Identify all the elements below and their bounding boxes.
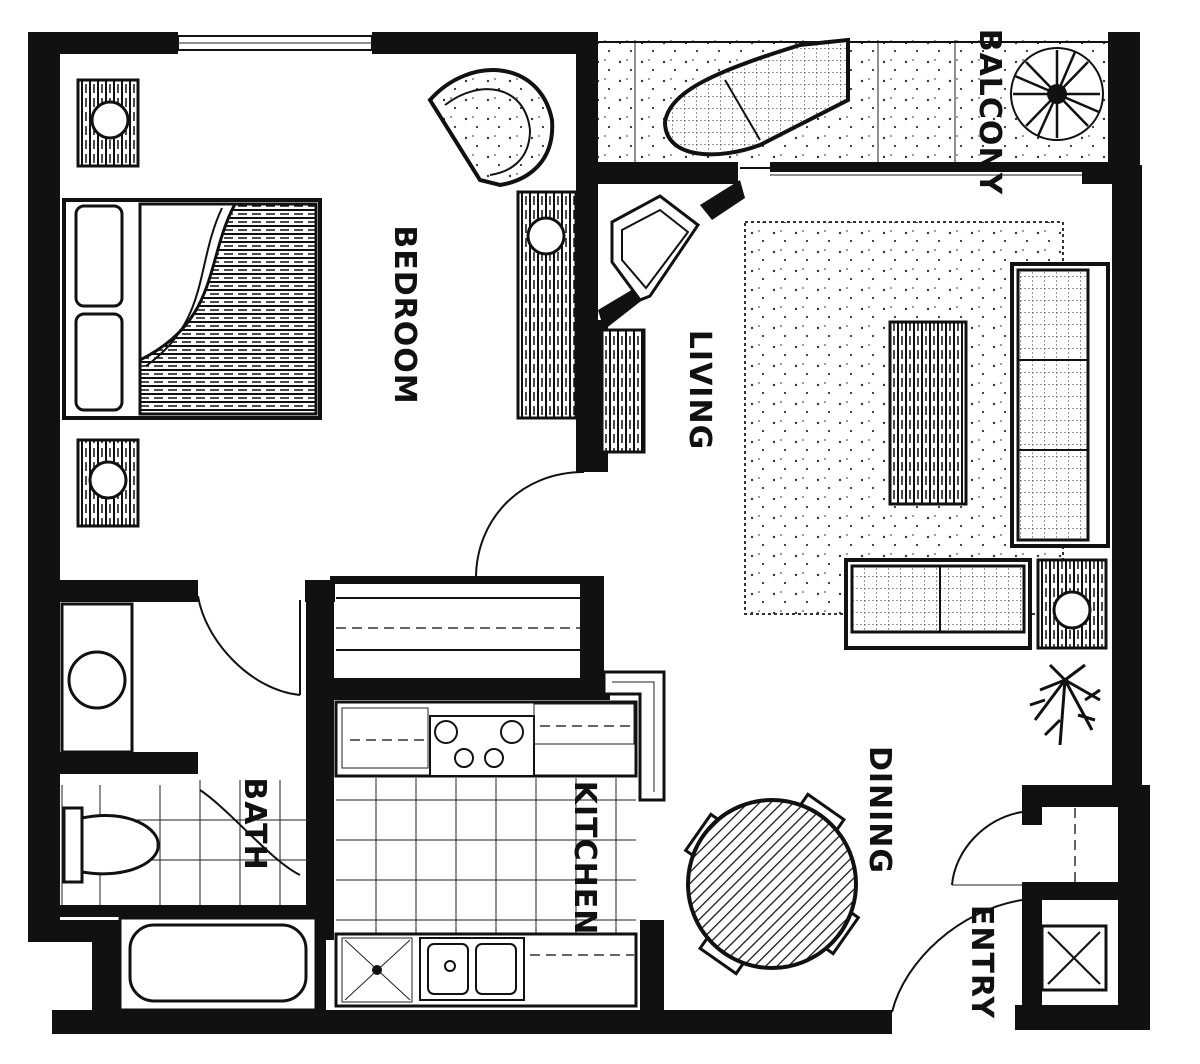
room-label-balcony: BALCONY: [972, 29, 1007, 196]
sofa: [1010, 262, 1110, 548]
coffee-table: [888, 320, 968, 506]
room-label-living: LIVING: [682, 330, 717, 450]
room-label-kitchen: KITCHEN: [567, 781, 602, 936]
bathtub: [118, 916, 318, 1012]
loveseat: [844, 558, 1032, 650]
room-label-bedroom: BEDROOM: [387, 225, 422, 404]
room-label-dining: DINING: [862, 746, 897, 874]
bath-door: [199, 789, 301, 876]
balcony-plant-icon: [1010, 47, 1104, 141]
end-table: [1036, 558, 1108, 650]
bedroom-door: [197, 471, 585, 696]
balcony-slider: [740, 167, 1082, 176]
plant-icon: [1029, 663, 1101, 746]
dresser: [516, 190, 578, 420]
bed: [62, 198, 322, 420]
utility-box: [1040, 924, 1108, 992]
fireplace: [610, 194, 701, 302]
bath-vanity: [60, 602, 134, 754]
kitchen-tile-floor: [336, 778, 636, 935]
side-cabinet: [600, 328, 646, 454]
kitchen-counter-top: [334, 700, 638, 778]
kitchen-counter-bottom: [334, 932, 638, 1008]
room-label-bath: BATH: [237, 777, 272, 870]
closet: [336, 597, 580, 651]
kitchen-bar: [602, 670, 666, 802]
dining-table: [683, 792, 861, 976]
walls: [28, 32, 1150, 1034]
room-label-entry: ENTRY: [964, 905, 999, 1020]
nightstand-bottom: [76, 438, 140, 528]
nightstand-top: [76, 78, 140, 168]
entry-door: [891, 811, 1023, 1013]
toilet-icon: [62, 806, 160, 884]
armchair: [427, 68, 555, 188]
chaise-lounge: [662, 37, 850, 157]
